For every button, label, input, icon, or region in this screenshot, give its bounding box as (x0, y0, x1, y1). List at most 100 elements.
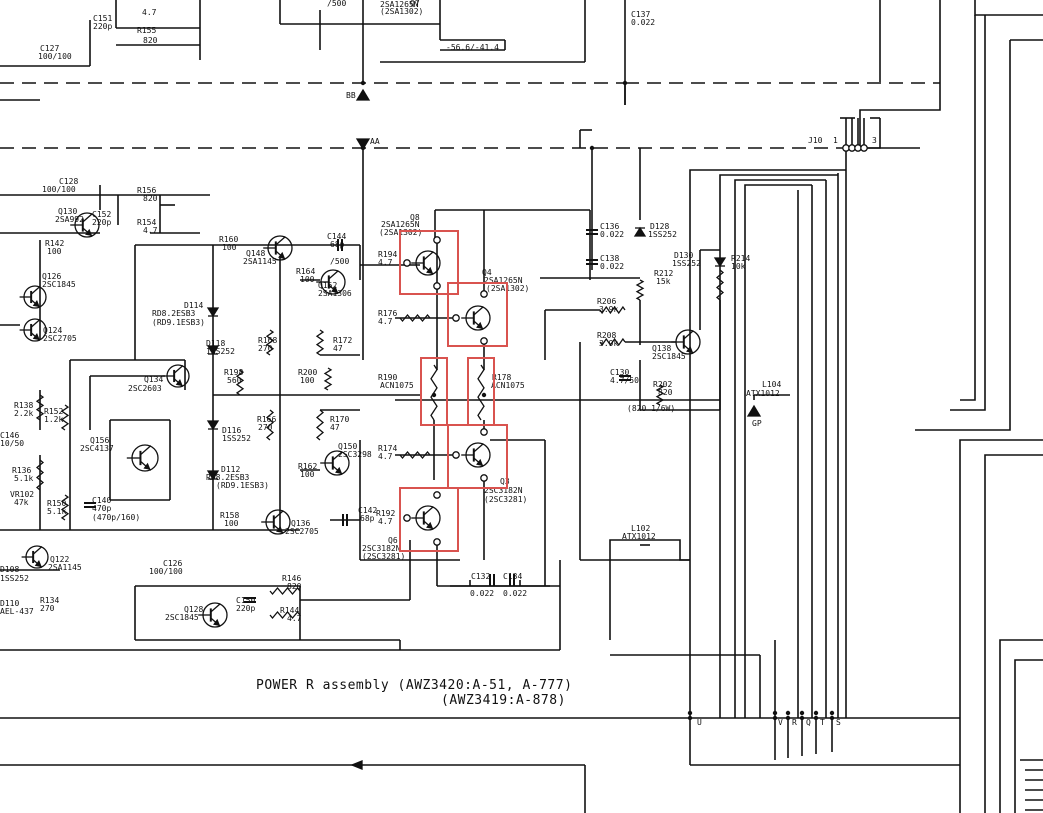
component-label: 2SA1145 (243, 257, 277, 266)
q4-base-ring (452, 314, 460, 322)
component-label: C142 (358, 506, 378, 515)
component-label: AEL-437 (0, 607, 34, 616)
component-label: 100 (300, 470, 315, 479)
resistor-r178 (477, 364, 485, 421)
component-label: 820 (143, 36, 158, 45)
wire (960, 15, 976, 401)
component-label: 68p (330, 240, 345, 249)
resistor-r200 (323, 367, 333, 391)
connector-pin (860, 144, 868, 152)
resistor-r172 (315, 329, 325, 356)
component-label: R202 (653, 380, 673, 389)
component-label: ATX1012 (622, 532, 656, 541)
component-label: D110 (0, 599, 20, 608)
component-label: R198 (224, 368, 244, 377)
transistor-q138-icon (671, 329, 701, 355)
resistor-r136 (35, 459, 45, 491)
component-label: 2SA1145 (48, 563, 82, 572)
wire (984, 454, 1043, 813)
junction-dot (799, 715, 805, 721)
wire (864, 118, 881, 149)
component-label: 4.7 (287, 614, 302, 623)
component-label: (RD9.1ESB3) (216, 481, 269, 490)
transistor-q150-icon (320, 450, 350, 476)
component-label: R178 (492, 373, 512, 382)
component-label: C134 (503, 572, 523, 581)
junction-dot (589, 145, 595, 151)
capacitor-c140 (84, 502, 96, 508)
resistor-r144 (269, 610, 301, 620)
component-label: R206 (597, 297, 617, 306)
terminal-q: Q (806, 718, 811, 727)
component-label: (2SC3281) (484, 495, 528, 504)
junction-dot (785, 710, 791, 716)
wire (734, 179, 826, 718)
component-label: 820 (143, 194, 158, 203)
resistor-r208 (599, 337, 626, 347)
component-label: Q156 (90, 436, 110, 445)
component-label: R138 (14, 401, 34, 410)
ground-label-bb: BB (346, 91, 356, 100)
component-label: 100 (224, 519, 239, 528)
component-label: C126 (163, 559, 183, 568)
component-label: R134 (40, 596, 60, 605)
component-label: 220p (92, 218, 112, 227)
component-label: 1SS252 (222, 434, 251, 443)
component-label: 100/100 (149, 567, 183, 576)
component-label: R168 (258, 336, 278, 345)
component-label: 4.7 (378, 517, 393, 526)
component-label: 470p (92, 504, 112, 513)
component-label: C130 (610, 368, 630, 377)
junction-dot (772, 715, 778, 721)
component-label: 1SS252 (0, 574, 29, 583)
component-label: RD8.2ESB3 (206, 473, 250, 482)
component-label: C146 (0, 431, 20, 440)
q4-emitter-ring (480, 337, 488, 345)
component-label: R162 (298, 462, 318, 471)
component-label: 2SC4137 (80, 444, 114, 453)
transistor-q152-icon (316, 269, 346, 295)
junction-dot (813, 710, 819, 716)
highlight-q6 (399, 487, 459, 552)
wire (974, 0, 1043, 16)
component-label: Q130 (58, 207, 78, 216)
component-label: (2SC3281) (362, 552, 406, 561)
component-label: 270 (258, 423, 273, 432)
component-label: R150 (47, 499, 67, 508)
wire (689, 169, 846, 718)
component-label: 2SC1845 (42, 280, 76, 289)
component-label: Q7 (410, 0, 420, 8)
component-label: R156 (137, 186, 157, 195)
component-label: 1SS252 (206, 347, 235, 356)
wire (744, 184, 812, 718)
capacitor-c134 (509, 574, 515, 586)
connector-j10-label: J10 (808, 136, 823, 145)
component-label: C128 (59, 177, 79, 186)
transistor-q8-icon (411, 250, 441, 276)
component-label: R214 (731, 254, 751, 263)
component-label: 4.7 (378, 258, 393, 267)
resistor-r202 (655, 384, 665, 406)
component-label: 10k (731, 262, 746, 271)
component-label: C144 (327, 232, 347, 241)
component-label: Q134 (144, 375, 164, 384)
q3-base-ring (452, 451, 460, 459)
junction-dot (799, 710, 805, 716)
component-label: 1.2k (44, 415, 64, 424)
component-label: Q8 (410, 213, 420, 222)
component-label: R192 (376, 509, 396, 518)
component-label: 1SS252 (648, 230, 677, 239)
component-label: D114 (184, 301, 204, 310)
diode-d116 (206, 420, 220, 431)
wire (950, 15, 986, 411)
junction-dot (687, 715, 693, 721)
component-label: 5.1k (47, 507, 67, 516)
component-label: Q150 (338, 442, 358, 451)
assembly-title-line2: (AWZ3419:A-878) (441, 693, 566, 708)
q6-base-ring (403, 514, 411, 522)
component-label: 2SC2603 (128, 384, 162, 393)
highlight-r178 (467, 357, 495, 426)
resistor-r138 (35, 394, 45, 421)
component-label: -56.6/-41.4 (446, 43, 499, 52)
